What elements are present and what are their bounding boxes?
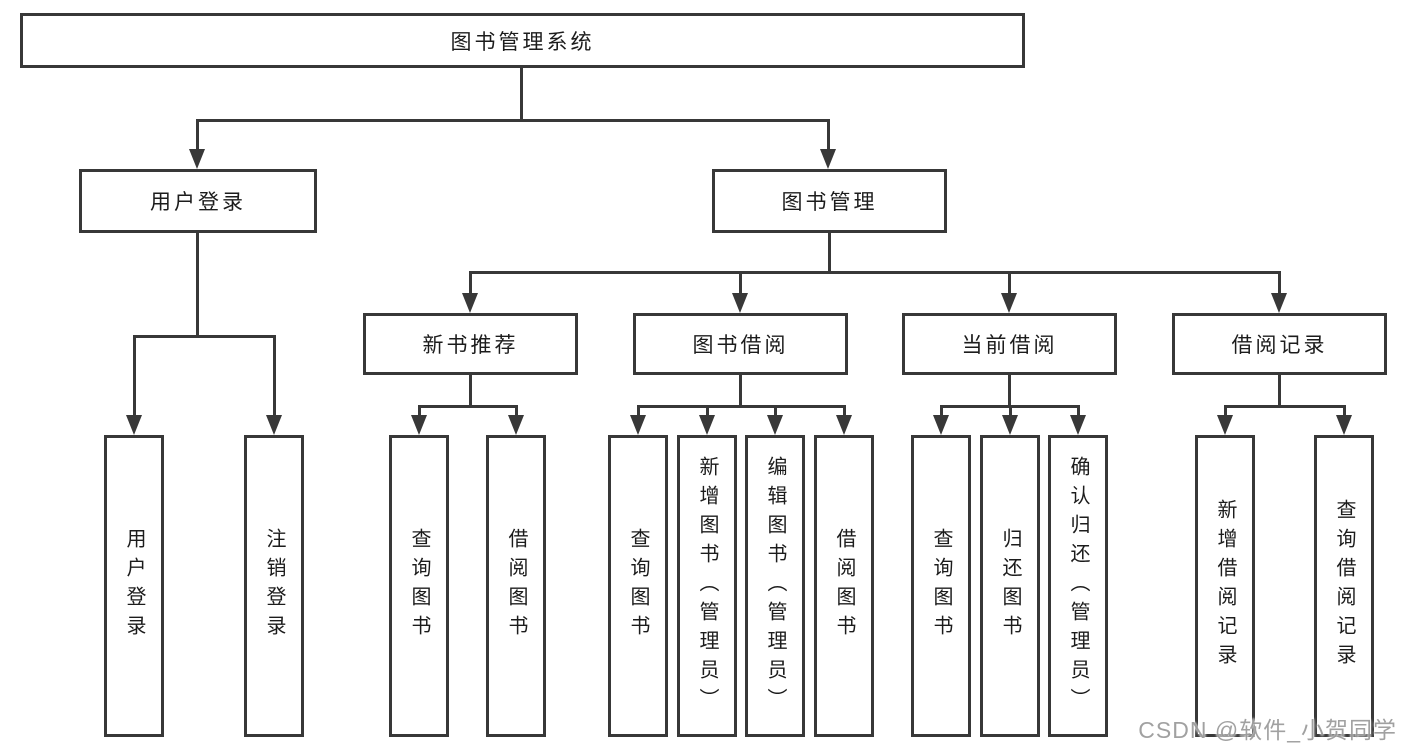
arrowhead-down-icon [1217,415,1233,435]
node-root: 图书管理系统 [20,13,1025,68]
arrowhead-down-icon [1070,415,1086,435]
leaf-bb-add-book: 新增图书（管理员） [677,435,737,737]
node-new-book-recommend: 新书推荐 [363,313,578,375]
arrowhead-down-icon [699,415,715,435]
arrowhead-down-icon [1271,293,1287,313]
leaf-cb-confirm-return: 确认归还（管理员） [1048,435,1108,737]
connector-stem [1343,405,1346,417]
node-book-borrow: 图书借阅 [633,313,848,375]
leaf-bb-edit-book: 编辑图书（管理员） [745,435,805,737]
connector-user-login-rail [133,335,276,338]
connector-stem [940,405,943,417]
arrowhead-down-icon [462,293,478,313]
leaf-bb-add-book-label: 新增图书（管理员） [696,455,718,717]
connector-book-management-rail [469,271,1281,274]
connector-book-management-drop [828,233,831,274]
leaf-br-query-record: 查询借阅记录 [1314,435,1374,737]
arrowhead-down-icon [933,415,949,435]
arrowhead-down-icon [820,149,836,169]
leaf-cb-confirm-return-label: 确认归还（管理员） [1067,455,1089,717]
leaf-user-login: 用户登录 [104,435,164,737]
connector-stem [706,405,709,417]
arrowhead-down-icon [1002,415,1018,435]
node-current-borrow-label: 当前借阅 [961,334,1058,357]
leaf-cb-return-book-label: 归还图书 [999,528,1021,644]
connector-borrow-record-drop [1278,375,1281,408]
watermark: CSDN @软件_小贺同学 [1138,717,1397,743]
leaf-br-add-record-label: 新增借阅记录 [1214,499,1236,673]
connector-stem [1224,405,1227,417]
connector-stem [1278,271,1281,294]
arrowhead-down-icon [732,293,748,313]
arrowhead-down-icon [836,415,852,435]
leaf-cb-query-book-label: 查询图书 [930,528,952,644]
connector-borrow-record-rail [1224,405,1346,408]
leaf-nbr-query-book-label: 查询图书 [408,528,430,644]
connector-stem [827,119,830,150]
leaf-bb-borrow-book-label: 借阅图书 [833,528,855,644]
connector-stem [774,405,777,417]
node-book-management-label: 图书管理 [781,191,878,214]
connector-stem [1077,405,1080,417]
arrowhead-down-icon [1001,293,1017,313]
connector-stem [1009,405,1012,417]
node-book-borrow-label: 图书借阅 [692,334,789,357]
leaf-nbr-borrow-book-label: 借阅图书 [505,528,527,644]
connector-stem [1008,271,1011,294]
arrowhead-down-icon [411,415,427,435]
arrowhead-down-icon [266,415,282,435]
connector-current-borrow-drop [1008,375,1011,408]
connector-stem [469,271,472,294]
node-borrow-record-label: 借阅记录 [1231,334,1328,357]
connector-new-book-recommend-drop [469,375,472,408]
leaf-user-login-label: 用户登录 [123,528,145,644]
arrowhead-down-icon [189,149,205,169]
node-new-book-recommend-label: 新书推荐 [422,334,519,357]
node-borrow-record: 借阅记录 [1172,313,1387,375]
leaf-bb-query-book: 查询图书 [608,435,668,737]
leaf-br-query-record-label: 查询借阅记录 [1333,499,1355,673]
arrowhead-down-icon [630,415,646,435]
leaf-bb-edit-book-label: 编辑图书（管理员） [764,455,786,717]
connector-stem [418,405,421,417]
leaf-cb-return-book: 归还图书 [980,435,1040,737]
connector-stem [637,405,640,417]
arrowhead-down-icon [508,415,524,435]
leaf-nbr-borrow-book: 借阅图书 [486,435,546,737]
node-user-login: 用户登录 [79,169,317,233]
connector-new-book-recommend-rail [418,405,518,408]
connector-stem [133,335,136,416]
node-current-borrow: 当前借阅 [902,313,1117,375]
arrowhead-down-icon [126,415,142,435]
leaf-logout-label: 注销登录 [263,528,285,644]
connector-root-drop [520,68,523,121]
connector-stem [196,119,199,150]
connector-root-rail [196,119,830,122]
connector-book-borrow-rail [637,405,846,408]
node-root-label: 图书管理系统 [450,30,595,54]
leaf-cb-query-book: 查询图书 [911,435,971,737]
arrowhead-down-icon [767,415,783,435]
connector-book-borrow-drop [739,375,742,408]
connector-stem [515,405,518,417]
leaf-bb-borrow-book: 借阅图书 [814,435,874,737]
node-book-management: 图书管理 [712,169,947,233]
leaf-bb-query-book-label: 查询图书 [627,528,649,644]
arrowhead-down-icon [1336,415,1352,435]
leaf-nbr-query-book: 查询图书 [389,435,449,737]
connector-stem [843,405,846,417]
leaf-logout: 注销登录 [244,435,304,737]
node-user-login-label: 用户登录 [150,191,246,214]
connector-stem [739,271,742,294]
connector-user-login-drop [196,233,199,337]
leaf-br-add-record: 新增借阅记录 [1195,435,1255,737]
connector-stem [273,335,276,416]
